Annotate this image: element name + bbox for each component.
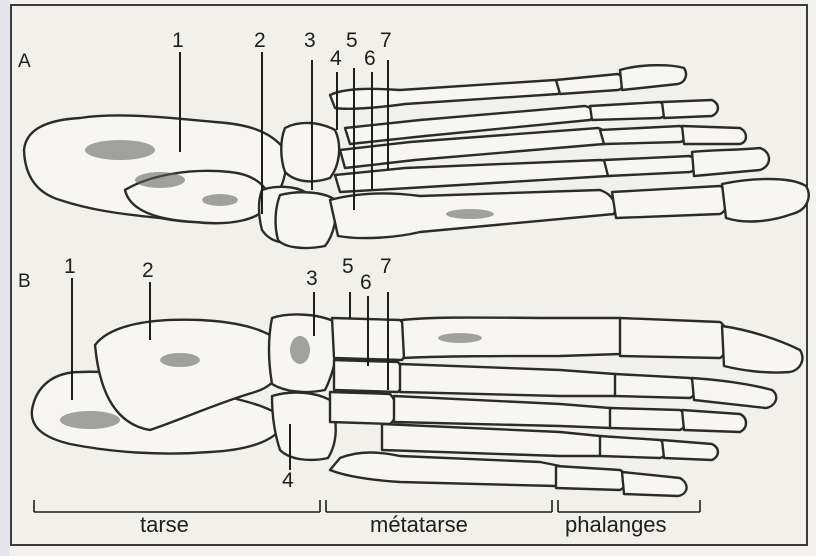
b-metatarsal-2 [400,364,622,396]
region-brackets [34,500,700,512]
a-phalanx-2-distal [692,148,769,176]
b-phalanx-big-distal [722,326,802,373]
b-cuneiform-lateral [330,392,396,424]
a-phalanx-big-proximal [612,186,728,218]
b-phalanx-2-distal [692,378,776,408]
b-phalanx-3-distal [682,410,746,432]
a-phalanx-3-distal [682,126,746,144]
b-cuneiform-medial [332,318,408,360]
label-a-1: 1 [172,30,184,51]
label-b-6: 6 [360,272,372,293]
b-metatarsal-3 [394,396,616,428]
a-phalanx-4-proximal [590,102,666,120]
b-phalanx-5-proximal [556,466,626,490]
label-a-4: 4 [330,48,342,69]
a-phalanx-5-proximal [556,74,624,94]
b-metatarsal-1 [402,318,629,359]
label-b-5: 5 [342,256,354,277]
region-metatarse: métatarse [370,514,468,536]
panel-a-label: A [18,52,31,71]
b-phalanx-3-proximal [610,408,686,430]
b-cuboid [272,393,336,460]
region-phalanges: phalanges [565,514,667,536]
b-phalanx-4-proximal [600,436,666,458]
label-b-3: 3 [306,268,318,289]
region-tarse: tarse [140,514,189,536]
a-phalanx-3-proximal [600,126,686,144]
label-a-3: 3 [304,30,316,51]
b-metatarsal-5 [330,453,565,487]
label-b-1: 1 [64,256,76,277]
b-metatarsal-4 [382,424,606,456]
label-a-2: 2 [254,30,266,51]
label-b-4: 4 [282,470,294,491]
label-b-7: 7 [380,256,392,277]
label-a-7: 7 [380,30,392,51]
a-phalanx-5-distal [620,65,686,90]
a-metatarsal-5 [330,80,562,109]
label-a-5: 5 [346,30,358,51]
a-phalanx-2-proximal [604,156,696,176]
b-phalanx-2-proximal [615,374,696,398]
label-a-6: 6 [364,48,376,69]
a-cuneiform [276,192,336,248]
a-phalanx-4-distal [662,100,718,118]
panel-b-label: B [18,272,31,291]
a-phalanx-big-distal [722,179,809,221]
b-phalanx-5-distal [622,472,687,496]
label-b-2: 2 [142,260,154,281]
b-phalanx-4-distal [662,440,718,460]
b-phalanx-big-proximal [620,318,728,358]
a-navicular [281,123,339,181]
